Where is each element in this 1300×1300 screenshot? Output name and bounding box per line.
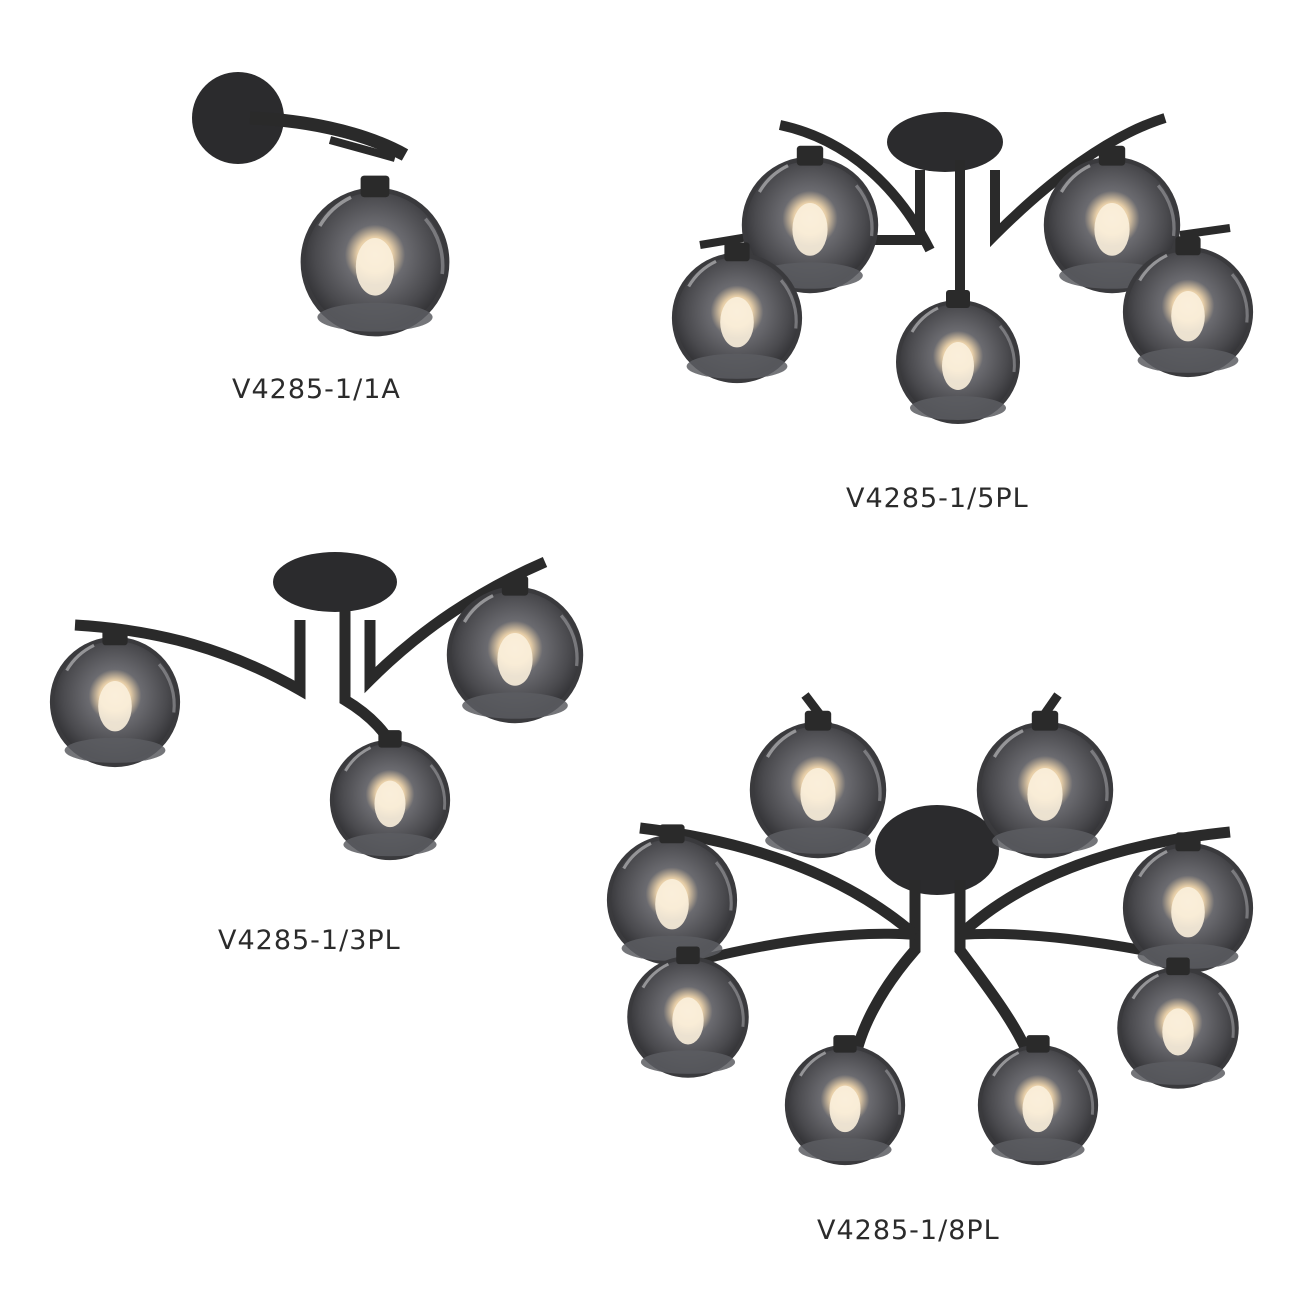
sconce-1a	[192, 72, 447, 334]
ceiling-8pl	[609, 692, 1251, 1166]
model-label-8pl: V4285-1/8PL	[817, 1215, 1000, 1246]
ceiling-3pl	[52, 552, 581, 861]
model-label-5pl: V4285-1/5PL	[846, 483, 1029, 514]
model-label-3pl: V4285-1/3PL	[218, 925, 401, 956]
ceiling-5pl	[674, 112, 1251, 424]
model-label-1a: V4285-1/1A	[232, 374, 401, 405]
